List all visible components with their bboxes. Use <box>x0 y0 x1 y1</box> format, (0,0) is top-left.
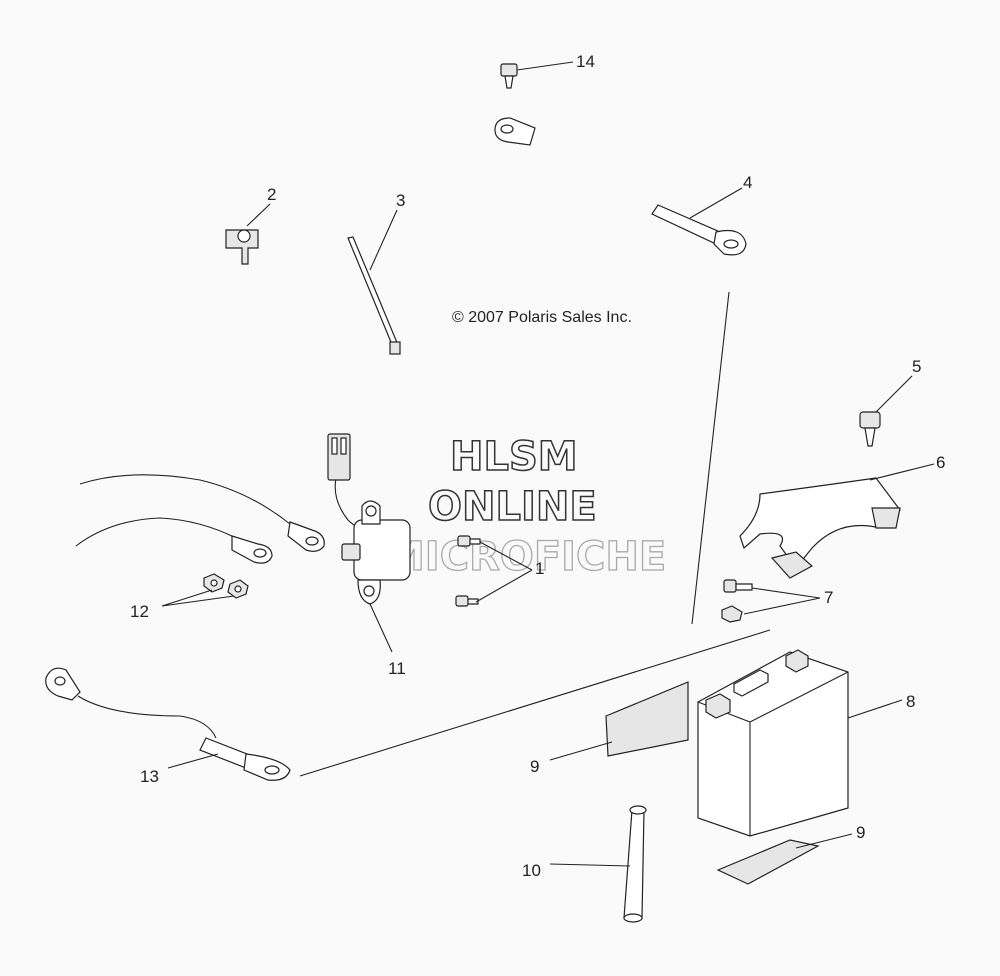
cable-lower <box>75 517 237 547</box>
cable-upper <box>79 474 291 525</box>
part-2-clip[interactable] <box>225 229 259 265</box>
cable-13-continuation <box>299 629 771 777</box>
callout-5: 5 <box>912 357 921 376</box>
leader-1 <box>475 541 533 603</box>
part-14-bolt[interactable] <box>500 63 518 89</box>
leader-3 <box>369 209 398 271</box>
part-1-screw-a[interactable] <box>457 535 481 547</box>
callout-6: 6 <box>936 453 945 472</box>
leader-6 <box>869 463 935 481</box>
leader-2 <box>246 203 271 227</box>
callout-13: 13 <box>140 767 159 786</box>
leader-13 <box>167 753 219 769</box>
part-11-solenoid[interactable] <box>327 433 411 605</box>
callout-2: 2 <box>267 185 276 204</box>
leader-14 <box>516 61 574 71</box>
part-6-bracket[interactable] <box>739 477 901 579</box>
callout-3: 3 <box>396 191 405 210</box>
callout-9a: 9 <box>530 757 539 776</box>
ring-terminal-b[interactable] <box>287 521 325 552</box>
callout-9b: 9 <box>856 823 865 842</box>
part-7-nut[interactable] <box>721 605 743 623</box>
part-7-screw[interactable] <box>723 579 753 593</box>
part-1-screw-b[interactable] <box>455 595 479 607</box>
leader-8 <box>847 699 903 719</box>
part-5-bolt[interactable] <box>859 411 881 447</box>
callout-4: 4 <box>743 173 752 192</box>
callout-10: 10 <box>522 861 541 880</box>
watermark-online: ONLINE <box>428 484 597 530</box>
leader-9b <box>795 833 853 849</box>
leader-10 <box>549 863 631 867</box>
callout-8: 8 <box>906 692 915 711</box>
leader-7 <box>743 587 821 615</box>
callout-12: 12 <box>130 602 149 621</box>
cable-4-continuation <box>691 291 730 625</box>
part-9-pad-b[interactable] <box>716 839 820 885</box>
ring-terminal-a[interactable] <box>231 535 273 564</box>
callout-1: 1 <box>535 559 544 578</box>
part-9-pad-a[interactable] <box>605 681 689 757</box>
leader-9a <box>549 741 613 761</box>
callout-7: 7 <box>824 588 833 607</box>
part-8-battery[interactable] <box>697 649 849 837</box>
part-13-cable[interactable] <box>45 667 291 781</box>
leader-4 <box>689 187 743 219</box>
callout-14: 14 <box>576 52 595 71</box>
part-14-ring-terminal[interactable] <box>494 117 536 146</box>
leader-12 <box>161 589 235 607</box>
watermark-microfiche: MICROFICHE <box>385 534 666 580</box>
part-4-cable[interactable] <box>651 204 747 256</box>
leader-11 <box>369 603 393 653</box>
part-3-cable-tie[interactable] <box>347 236 401 355</box>
leader-5 <box>875 375 913 413</box>
copyright-text: © 2007 Polaris Sales Inc. <box>452 309 632 326</box>
part-12-nut-b[interactable] <box>227 579 249 599</box>
part-12-nut-a[interactable] <box>203 573 225 593</box>
callout-11: 11 <box>388 659 406 678</box>
watermark-hlsm: HLSM <box>450 434 578 480</box>
part-10-tube[interactable] <box>623 805 647 923</box>
